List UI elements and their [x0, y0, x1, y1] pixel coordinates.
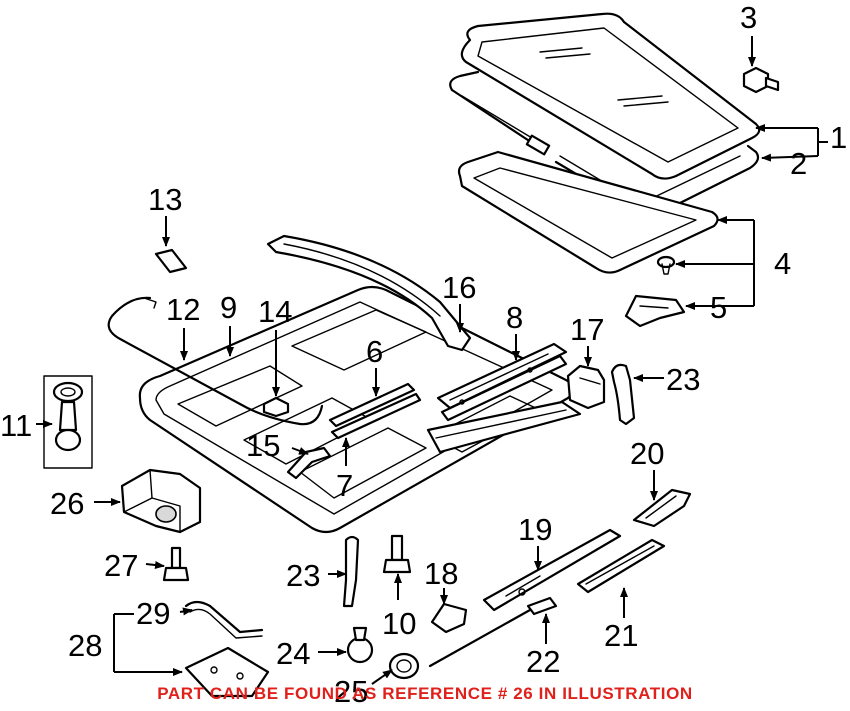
callout-11: 11 [0, 408, 32, 443]
glass-panel-part-1 [460, 12, 761, 180]
leader-lines [36, 36, 828, 685]
callout-5: 5 [710, 290, 727, 325]
callout-22: 22 [526, 644, 560, 679]
callout-7: 7 [336, 468, 353, 503]
callout-17: 17 [570, 312, 604, 347]
callout-2: 2 [790, 146, 807, 181]
callout-16: 16 [442, 270, 476, 305]
callout-24: 24 [276, 636, 310, 671]
callout-9: 9 [220, 290, 237, 325]
callout-3: 3 [740, 0, 757, 35]
tape-part-13 [154, 248, 188, 274]
callout-10: 10 [382, 606, 416, 641]
grommet-part-25 [388, 652, 420, 680]
glass-seal-part-2 [449, 70, 760, 217]
drain-hose-part-23-upper [610, 363, 636, 426]
side-rail-part-8 [436, 342, 568, 422]
guide-part-5 [624, 294, 686, 328]
callout-13: 13 [148, 182, 182, 217]
plug-part-24 [346, 626, 374, 664]
callout-25: 25 [334, 674, 368, 709]
callout-27: 27 [104, 548, 138, 583]
lower-rail [426, 400, 582, 454]
bracket-part-17 [566, 364, 606, 410]
grommet-part-11 [43, 375, 93, 469]
deflector-bars-part-6-7 [328, 382, 422, 440]
callout-28: 28 [68, 628, 102, 663]
callout-14: 14 [258, 294, 292, 329]
callout-26: 26 [50, 486, 84, 521]
callout-20: 20 [630, 436, 664, 471]
callout-15: 15 [246, 428, 280, 463]
reference-footnote: PART CAN BE FOUND AS REFERENCE # 26 IN I… [157, 684, 693, 703]
rail-part-19 [482, 528, 622, 612]
callout-12: 12 [166, 292, 200, 327]
callout-18: 18 [424, 556, 458, 591]
callout-1: 1 [830, 120, 847, 155]
plate-part-28 [184, 646, 270, 698]
bolt-part-27 [162, 546, 190, 582]
callout-23-lower: 23 [286, 558, 320, 593]
callout-19: 19 [518, 512, 552, 547]
callout-6: 6 [366, 334, 383, 369]
plug-part-4 [656, 255, 676, 275]
cover-part-21 [576, 538, 666, 594]
callout-29: 29 [136, 596, 170, 631]
screw-part-3 [742, 66, 780, 94]
cable-clip-part-22 [428, 596, 558, 668]
motor-part-26 [120, 468, 202, 534]
screw-part-10 [382, 534, 412, 574]
callout-8: 8 [506, 300, 523, 335]
callout-4: 4 [774, 246, 791, 281]
callout-21: 21 [604, 618, 638, 653]
hose-part-29 [184, 600, 264, 639]
drain-hose-part-23-lower [342, 535, 360, 608]
bracket-part-18 [430, 602, 468, 634]
front-rail-part-16 [266, 234, 472, 352]
callout-23-upper: 23 [666, 362, 700, 397]
clip-part-14 [262, 396, 290, 418]
bracket-part-20 [632, 488, 692, 528]
cable-part-12 [107, 296, 324, 426]
